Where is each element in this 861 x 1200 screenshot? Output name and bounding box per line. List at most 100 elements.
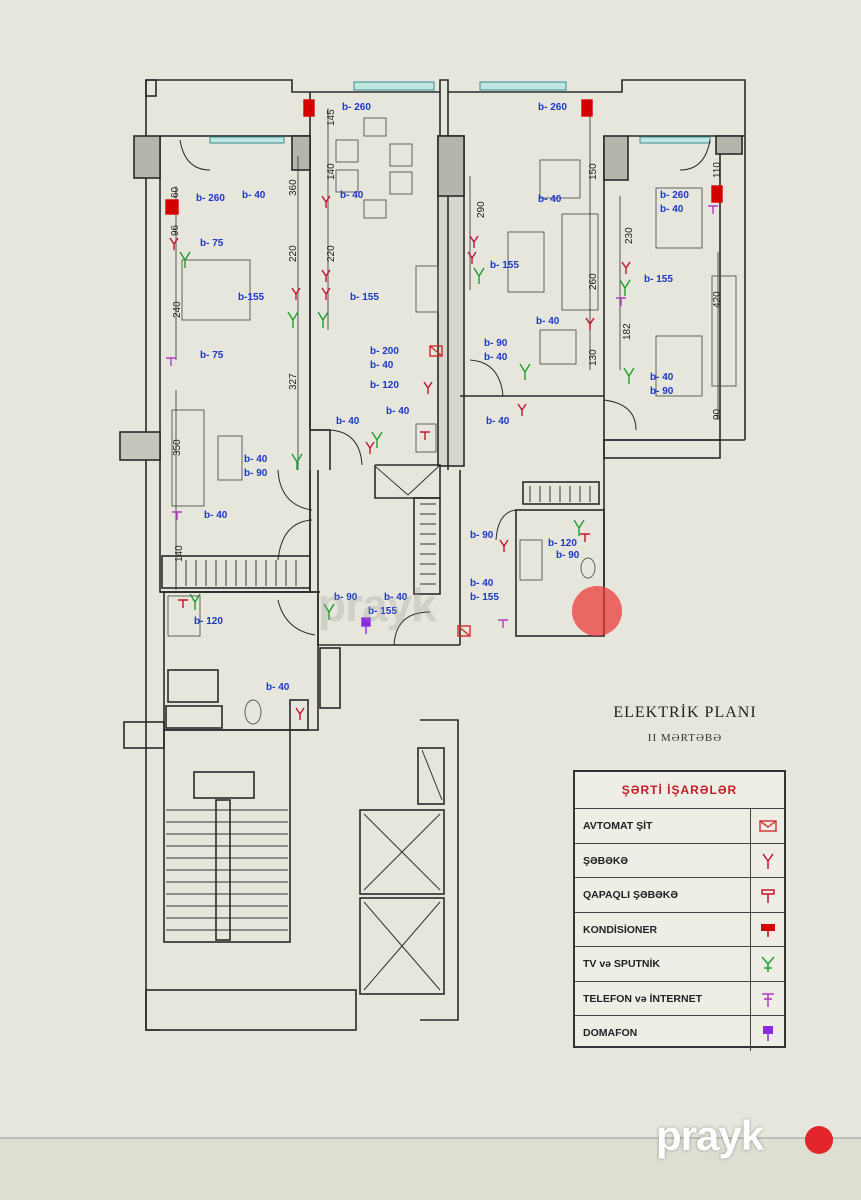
- windows: [209, 81, 711, 144]
- air-conditioner-icon: [761, 923, 775, 937]
- dimension-value: 150: [588, 163, 599, 180]
- dimension-value: 90: [712, 408, 723, 420]
- dimension-value: 110: [712, 162, 723, 178]
- breaker-panel-icon: [429, 345, 471, 637]
- circuit-label: b- 260: [196, 193, 225, 204]
- dimension-value: 240: [172, 301, 183, 318]
- plan-subtitle: II MƏRTƏBƏ: [647, 732, 723, 744]
- tv-satellite-icon: [179, 251, 635, 620]
- door-swings: [179, 139, 711, 646]
- breaker-panel-icon: [759, 820, 777, 832]
- dimension-value: 350: [172, 439, 183, 456]
- legend-row: QAPAQLI ŞƏBƏKƏ: [575, 878, 784, 913]
- dimension-value: 290: [476, 201, 487, 218]
- circuit-label: b- 40: [266, 682, 290, 693]
- circuit-label: b- 40: [650, 372, 674, 383]
- circuit-label: b- 40: [470, 578, 494, 589]
- circuit-label: b- 75: [200, 350, 224, 361]
- legend-label: TV və SPUTNİK: [583, 958, 661, 970]
- legend-header: ŞƏRTİ İŞARƏLƏR: [575, 772, 784, 809]
- circuit-label: b- 90: [556, 550, 580, 561]
- circuit-labels: b- 260 b- 40 b- 75 b-155 b- 75 b- 40 b- …: [194, 102, 689, 693]
- socket-icon: [762, 853, 774, 869]
- legend-row: TELEFON və İNTERNET: [575, 981, 784, 1016]
- circuit-label: b- 40: [486, 416, 510, 427]
- circuit-label: b- 155: [644, 274, 673, 285]
- intercom-icon: [763, 1026, 773, 1041]
- circuit-label: b- 120: [370, 380, 399, 391]
- hatching: [166, 466, 591, 991]
- legend-row: DOMAFON: [575, 1016, 784, 1051]
- circuit-label: b- 40: [244, 454, 268, 465]
- dimension-value: 260: [588, 273, 599, 290]
- socket-icon: [169, 195, 631, 720]
- circuit-label: b- 120: [194, 616, 223, 627]
- circuit-label: b- 40: [340, 190, 364, 201]
- covered-socket-icon: [761, 889, 775, 903]
- circuit-label: b- 40: [386, 406, 410, 417]
- dimension-value: 220: [288, 245, 299, 262]
- legend-row: AVTOMAT ŞİT: [575, 809, 784, 844]
- plan-title: ELEKTRİK PLANI: [613, 704, 757, 721]
- electrical-symbols: [165, 99, 723, 720]
- legend-label: KONDİSİONER: [583, 923, 658, 936]
- circuit-label: b- 40: [484, 352, 508, 363]
- legend-label: TELEFON və İNTERNET: [583, 992, 703, 1005]
- circuit-label: b-155: [238, 292, 265, 303]
- intercom-icon: [361, 617, 371, 634]
- legend-label: AVTOMAT ŞİT: [583, 820, 653, 832]
- dimension-value: 182: [622, 323, 633, 340]
- circuit-label: b- 40: [204, 510, 228, 521]
- circuit-label: b- 90: [470, 530, 494, 541]
- brand-logo-dot: [805, 1126, 833, 1154]
- circuit-label: b- 200: [370, 346, 399, 357]
- covered-socket-icon: [178, 431, 590, 608]
- legend-table: ŞƏRTİ İŞARƏLƏR AVTOMAT ŞİT ŞƏBƏKƏ QAPAQL…: [573, 770, 786, 1051]
- legend-row: ŞƏBƏKƏ: [575, 843, 784, 878]
- circuit-label: b- 260: [538, 102, 567, 113]
- dimension-value: 140: [174, 545, 185, 562]
- circuit-label: b- 90: [334, 592, 358, 603]
- watermark-text: prayk: [318, 579, 437, 631]
- dimension-value: 130: [588, 349, 599, 366]
- circuit-label: b- 40: [384, 592, 408, 603]
- circuit-label: b- 155: [368, 606, 397, 617]
- circuit-label: b- 75: [200, 238, 224, 249]
- dimension-value: 140: [326, 163, 337, 180]
- circuit-label: b- 155: [350, 292, 379, 303]
- legend-row: KONDİSİONER: [575, 912, 784, 947]
- dimension-numbers: 60 96 240 350 140 360 220 327 140 220 14…: [170, 109, 723, 562]
- circuit-label: b- 260: [660, 190, 689, 201]
- circuit-label: b- 40: [336, 416, 360, 427]
- dimension-value: 327: [288, 373, 299, 390]
- dimension-value: 230: [624, 227, 635, 244]
- dimension-value: 60: [170, 186, 181, 198]
- circuit-label: b- 120: [548, 538, 577, 549]
- brand-logo: prayk: [656, 1112, 764, 1159]
- circuit-label: b- 155: [490, 260, 519, 271]
- tv-satellite-icon: [761, 956, 775, 972]
- legend-row: TV və SPUTNİK: [575, 947, 784, 982]
- circuit-label: b- 90: [650, 386, 674, 397]
- phone-internet-icon: [166, 205, 718, 628]
- air-conditioner-icon: [165, 99, 723, 215]
- circuit-label: b- 155: [470, 592, 499, 603]
- watermark-dot: [572, 586, 622, 636]
- circuit-label: b- 40: [370, 360, 394, 371]
- circuit-label: b- 90: [484, 338, 508, 349]
- furniture: [167, 117, 737, 725]
- dimension-value: 96: [170, 224, 181, 236]
- circuit-label: b- 260: [342, 102, 371, 113]
- circuit-label: b- 40: [538, 194, 562, 205]
- dimension-value: 420: [712, 291, 723, 308]
- legend-label: DOMAFON: [583, 1027, 638, 1039]
- circuit-label: b- 40: [660, 204, 684, 215]
- dimension-value: 220: [326, 245, 337, 262]
- circuit-label: b- 40: [242, 190, 266, 201]
- phone-internet-icon: [762, 992, 774, 1007]
- circuit-label: b- 90: [244, 468, 268, 479]
- circuit-label: b- 40: [536, 316, 560, 327]
- dimension-value: 360: [288, 179, 299, 196]
- legend-label: QAPAQLI ŞƏBƏKƏ: [583, 889, 679, 901]
